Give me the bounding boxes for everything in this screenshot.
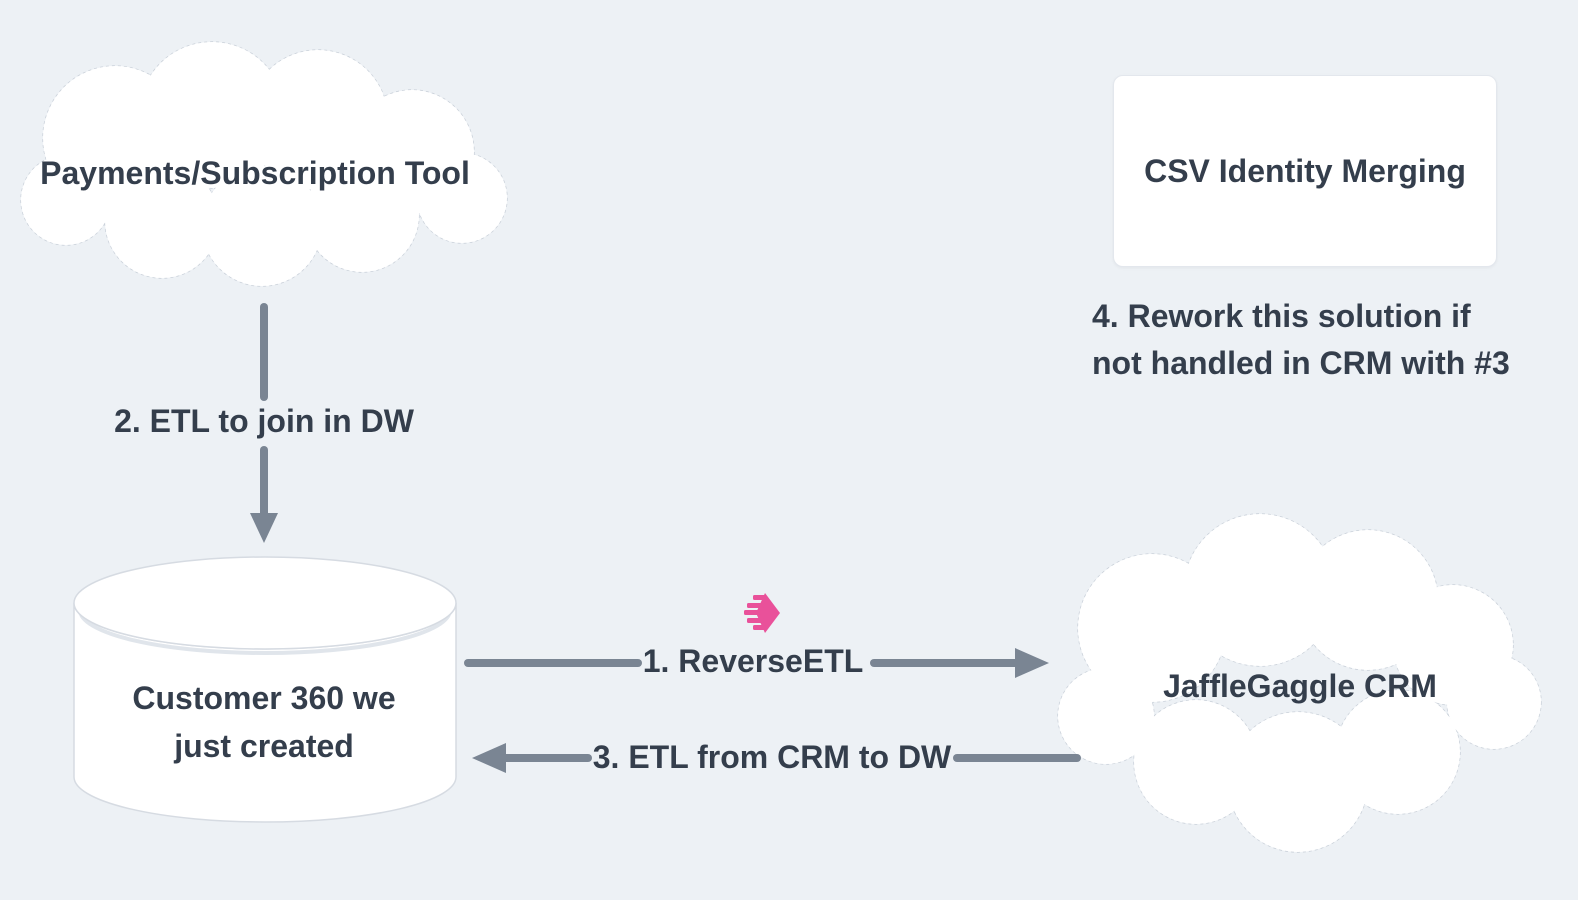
customer360-label-line1: Customer 360 we [132,680,396,716]
customer360-label-line2: just created [174,728,354,764]
rework-note-line1: 4. Rework this solution if [1092,298,1471,334]
edge-etl-join-arrow [250,303,278,543]
csv-identity-merging-box [1113,75,1497,267]
csv-box-label: CSV Identity Merging [1144,153,1466,189]
jafflegaggle-cloud-shape [1057,513,1542,853]
payments-cloud-label: Payments/Subscription Tool [40,155,470,191]
customer360-cylinder-shape [73,556,457,823]
rework-note: 4. Rework this solution if not handled i… [1092,293,1510,387]
payments-cloud-shape [20,41,508,287]
edge-etl-from-crm-label: 3. ETL from CRM to DW [592,739,952,775]
customer360-cylinder-label: Customer 360 we just created [64,674,464,770]
jafflegaggle-cloud-label: JaffleGaggle CRM [1163,668,1437,704]
edge-etl-join-label: 2. ETL to join in DW [114,403,414,439]
edge-reverse-etl-label: 1. ReverseETL [642,643,864,679]
speed-hexagon-logo-icon [744,593,780,633]
edge-etl-from-crm-arrow [472,743,1081,773]
rework-note-line2: not handled in CRM with #3 [1092,345,1510,381]
edge-reverse-etl-arrow [464,648,1049,678]
